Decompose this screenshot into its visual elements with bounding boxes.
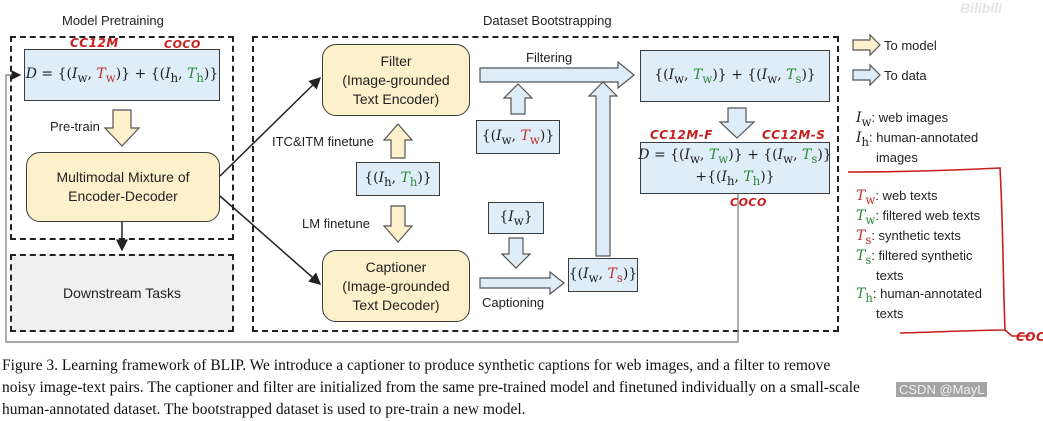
legend-th-cont: texts — [876, 306, 904, 321]
bootstrapped-formula-line-1: D = {(Iw, Tw)} + {(Iw, Ts)} — [638, 147, 832, 166]
filtered-pairs-box: {(Iw, Tw)} + {(Iw, Ts)} — [640, 50, 830, 102]
arrow-mmed-to-filter — [219, 76, 322, 177]
captioner-box: Captioner (Image-grounded Text Decoder) — [322, 250, 470, 322]
watermark-bottom-right: CSDN @MayL — [896, 382, 988, 397]
annotation-cc12m-s: CC12M-S — [762, 128, 826, 142]
itc-itm-label: ITC&ITM finetune — [272, 134, 374, 149]
synthetic-pairs-formula: {(Iw, Ts)} — [568, 265, 638, 285]
model-pretraining-title: Model Pretraining — [62, 13, 164, 28]
captioner-line-3: Text Decoder) — [352, 296, 440, 313]
mmed-line-2: Encoder-Decoder — [68, 188, 178, 204]
web-images-formula: {Iw} — [499, 208, 533, 228]
legend-ih-cont: images — [876, 150, 918, 165]
filter-line-2: (Image-grounded — [342, 71, 450, 88]
legend-to-data-label: To data — [884, 68, 927, 83]
filtering-label: Filtering — [526, 50, 573, 65]
lm-finetune-label: LM finetune — [302, 216, 370, 231]
arrow-filtered-to-bootstrapped — [718, 107, 756, 139]
watermark-top-right: Bilibili — [960, 0, 1002, 16]
human-pairs-formula: {(Ih, Th)} — [364, 169, 432, 189]
mmed-model-box: Multimodal Mixture of Encoder-Decoder — [26, 152, 220, 222]
legend-to-model-label: To model — [884, 38, 937, 53]
arrow-webimages-down — [500, 237, 532, 269]
legend-ts-filtered-cont: texts — [876, 268, 904, 283]
dataset-bootstrapping-region — [252, 36, 839, 332]
legend-to-data-arrow — [852, 63, 881, 87]
caption-line-1: Figure 3. Learning framework of BLIP. We… — [2, 357, 831, 374]
annotation-coc-right: COC — [1016, 330, 1043, 344]
legend-th: Th: human-annotated — [856, 286, 982, 305]
bootstrapped-formula-line-2: +{(Ih, Th)} — [695, 169, 775, 188]
filter-box: Filter (Image-grounded Text Encoder) — [322, 44, 470, 116]
annotation-cc12m: CC12M — [70, 36, 119, 50]
legend-ts: Ts: synthetic texts — [856, 228, 961, 247]
web-pairs-box: {(Iw, Tw)} — [476, 120, 560, 154]
arrow-webpairs-to-filter — [502, 83, 534, 115]
pretrain-label: Pre-train — [50, 119, 100, 134]
legend-ih: Ih: human-annotated — [856, 130, 979, 149]
pretrain-dataset-box: D = {(Iw, Tw)} + {(Ih, Th)} — [24, 49, 220, 101]
annotation-coco-bottom: COCO — [730, 196, 767, 209]
arrow-feedback-loop — [5, 70, 739, 343]
synthetic-pairs-box: {(Iw, Ts)} — [568, 258, 638, 292]
pretrain-dataset-formula: D = {(Iw, Tw)} + {(Ih, Th)} — [25, 65, 219, 85]
legend-iw: Iw: web images — [856, 110, 949, 129]
web-pairs-formula: {(Iw, Tw)} — [481, 127, 555, 147]
mmed-line-1: Multimodal Mixture of — [56, 169, 190, 185]
red-bracket — [847, 167, 1006, 334]
bootstrapped-dataset-box: D = {(Iw, Tw)} + {(Iw, Ts)} +{(Ih, Th)} — [638, 142, 832, 194]
filter-line-3: Text Encoder) — [352, 90, 440, 107]
captioner-line-2: (Image-grounded — [342, 277, 450, 294]
arrow-captioner-to-synthetic — [479, 270, 565, 296]
figure-caption: Figure 3. Learning framework of BLIP. We… — [0, 355, 1043, 421]
filtered-pairs-formula: {(Iw, Tw)} + {(Iw, Ts)} — [654, 66, 816, 86]
diagram-arrows — [5, 33, 1030, 343]
captioning-label: Captioning — [482, 295, 545, 310]
annotation-coco-top: COCO — [164, 38, 201, 51]
web-images-box: {Iw} — [488, 202, 544, 234]
arrow-synthetic-up — [587, 81, 619, 257]
arrow-mmed-to-captioner — [219, 195, 322, 285]
human-pairs-box: {(Ih, Th)} — [356, 162, 440, 196]
red-bracket-tail — [1004, 329, 1030, 337]
downstream-tasks-box: Downstream Tasks — [10, 254, 234, 332]
legend-to-model-arrow — [852, 33, 881, 57]
captioner-line-1: Captioner — [365, 258, 427, 275]
arrow-filter-to-filtered — [479, 60, 635, 90]
caption-line-3: human-annotated dataset. The bootstrappe… — [2, 401, 526, 418]
legend-tw: Tw: web texts — [856, 188, 938, 207]
annotation-cc12m-f: CC12M-F — [650, 128, 713, 142]
filter-line-1: Filter — [380, 52, 412, 69]
arrow-pretrain-to-mmed — [103, 109, 141, 147]
arrow-human-to-filter — [382, 123, 414, 159]
legend-ts-filtered: Ts: filtered synthetic — [856, 248, 973, 267]
dataset-bootstrapping-title: Dataset Bootstrapping — [483, 13, 612, 28]
downstream-tasks-label: Downstream Tasks — [62, 285, 181, 301]
caption-line-2: noisy image-text pairs. The captioner an… — [2, 379, 860, 396]
arrow-human-to-captioner — [382, 205, 414, 243]
legend-tw-filtered: Tw: filtered web texts — [856, 208, 981, 227]
